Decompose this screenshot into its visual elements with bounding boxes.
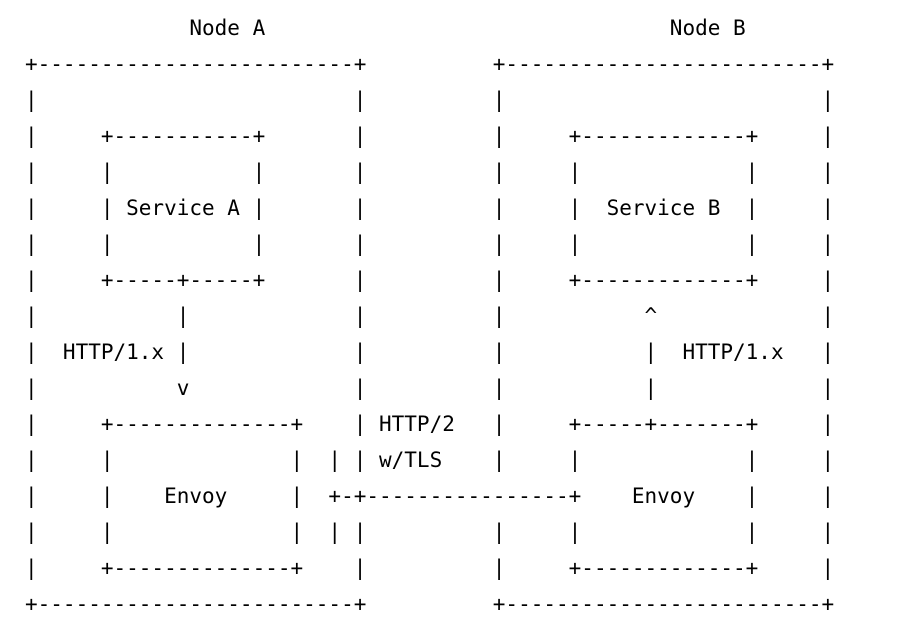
- service-mesh-ascii-diagram: Node A Node B +-------------------------…: [25, 16, 835, 616]
